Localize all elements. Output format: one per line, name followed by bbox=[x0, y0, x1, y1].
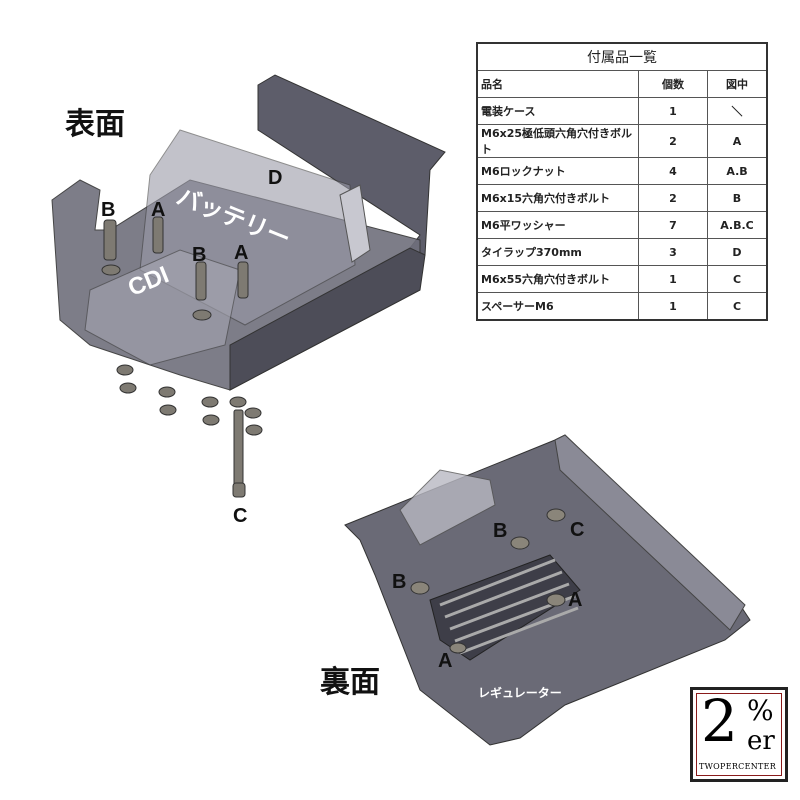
item-figure: C bbox=[707, 265, 768, 293]
marker-b: B bbox=[101, 199, 116, 221]
table-header-row: 品名 個数 図中 bbox=[476, 70, 768, 98]
back-view-heading: 裏面 bbox=[320, 666, 380, 699]
marker-b: B bbox=[192, 244, 207, 266]
header-figure: 図中 bbox=[707, 70, 768, 98]
item-name: 電装ケース bbox=[476, 97, 639, 125]
logo-suffix: er bbox=[747, 726, 775, 756]
item-name: M6x55六角穴付きボルト bbox=[476, 265, 639, 293]
regulator-label: レギュレーター bbox=[478, 686, 562, 700]
logo-percent: % bbox=[747, 694, 774, 727]
item-qty: 4 bbox=[638, 157, 708, 185]
header-qty: 個数 bbox=[638, 70, 708, 98]
front-case-illustration bbox=[51, 74, 446, 498]
item-figure: C bbox=[707, 292, 768, 321]
marker-d: D bbox=[268, 167, 283, 189]
marker-a: A bbox=[234, 242, 249, 264]
marker-b: B bbox=[392, 571, 407, 593]
front-view-heading: 表面 bbox=[65, 108, 125, 141]
item-name: M6x15六角穴付きボルト bbox=[476, 184, 639, 212]
back-case-illustration bbox=[344, 434, 751, 746]
marker-c: C bbox=[570, 519, 585, 541]
item-name: M6x25極低頭六角穴付きボルト bbox=[476, 124, 639, 158]
item-name: M6ロックナット bbox=[476, 157, 639, 185]
item-qty: 2 bbox=[638, 124, 708, 158]
item-name: タイラップ370mm bbox=[476, 238, 639, 266]
marker-c: C bbox=[233, 505, 248, 527]
marker-a: A bbox=[151, 199, 166, 221]
item-figure: B bbox=[707, 184, 768, 212]
item-qty: 1 bbox=[638, 265, 708, 293]
item-figure: A bbox=[707, 124, 768, 158]
item-qty: 1 bbox=[638, 97, 708, 125]
logo-number: 2 bbox=[701, 687, 738, 755]
marker-a: A bbox=[568, 589, 583, 611]
item-qty: 1 bbox=[638, 292, 708, 321]
item-figure: D bbox=[707, 238, 768, 266]
logo-name: TWOPERCENTER bbox=[699, 762, 777, 771]
item-figure: ＼ bbox=[707, 97, 768, 125]
marker-a: A bbox=[438, 650, 453, 672]
item-figure: A.B bbox=[707, 157, 768, 185]
item-qty: 3 bbox=[638, 238, 708, 266]
header-name: 品名 bbox=[476, 70, 639, 98]
twopercenter-logo: 2 % er TWOPERCENTER bbox=[690, 687, 788, 782]
item-name: M6平ワッシャー bbox=[476, 211, 639, 239]
item-name: スペーサーM6 bbox=[476, 292, 639, 321]
item-figure: A.B.C bbox=[707, 211, 768, 239]
item-qty: 7 bbox=[638, 211, 708, 239]
item-qty: 2 bbox=[638, 184, 708, 212]
marker-b: B bbox=[493, 520, 508, 542]
table-title: 付属品一覧 bbox=[476, 42, 768, 71]
